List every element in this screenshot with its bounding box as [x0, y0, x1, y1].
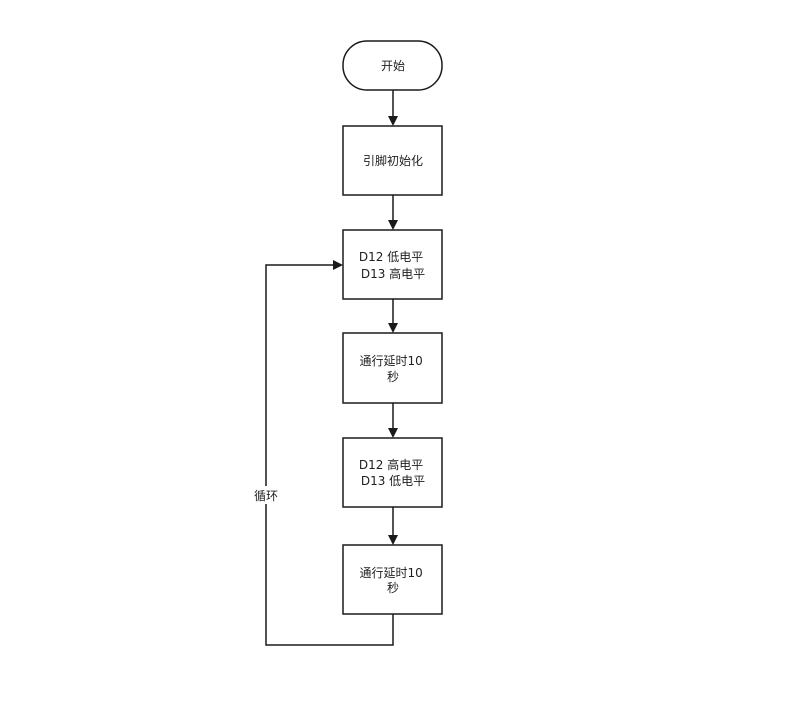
edge-loop-back: [265, 260, 394, 646]
node-set2-line-1: D12 高电平: [359, 457, 423, 472]
node-init: 引脚初始化: [342, 125, 443, 196]
node-init-line-1: 引脚初始化: [363, 153, 423, 168]
node-delay2-line-2: 秒: [387, 581, 399, 595]
node-delay2: 通行延时10 秒: [342, 544, 443, 615]
loop-label-text: 循环: [254, 489, 278, 503]
node-set2-text: D12 高电平 D13 低电平: [359, 457, 427, 488]
node-delay1-line-1: 通行延时10: [359, 354, 422, 368]
node-set1-line-2: D13 高电平: [361, 266, 425, 281]
node-set1-text: D12 低电平 D13 高电平: [359, 250, 427, 281]
edges: [265, 90, 398, 646]
node-delay1-line-2: 秒: [387, 370, 399, 384]
node-start: 开始: [342, 40, 443, 91]
edge-set2-delay2: [388, 507, 398, 545]
node-set1: D12 低电平 D13 高电平: [342, 229, 443, 300]
node-start-text: 开始: [381, 59, 405, 73]
node-delay2-text: 通行延时10 秒: [359, 566, 426, 595]
loop-label: 循环: [250, 486, 282, 504]
node-set1-line-1: D12 低电平: [359, 250, 423, 264]
node-delay1: 通行延时10 秒: [342, 332, 443, 404]
node-set2-line-2: D13 低电平: [361, 474, 425, 488]
node-delay1-text: 通行延时10 秒: [359, 354, 426, 384]
node-init-text: 引脚初始化: [363, 153, 423, 168]
node-delay2-line-1: 通行延时10: [359, 566, 422, 580]
edge-init-set1: [388, 195, 398, 230]
node-start-line-1: 开始: [381, 59, 405, 73]
edge-start-init: [388, 90, 398, 126]
node-set2: D12 高电平 D13 低电平: [342, 437, 443, 508]
edge-delay1-set2: [388, 403, 398, 438]
edge-set1-delay1: [388, 299, 398, 333]
